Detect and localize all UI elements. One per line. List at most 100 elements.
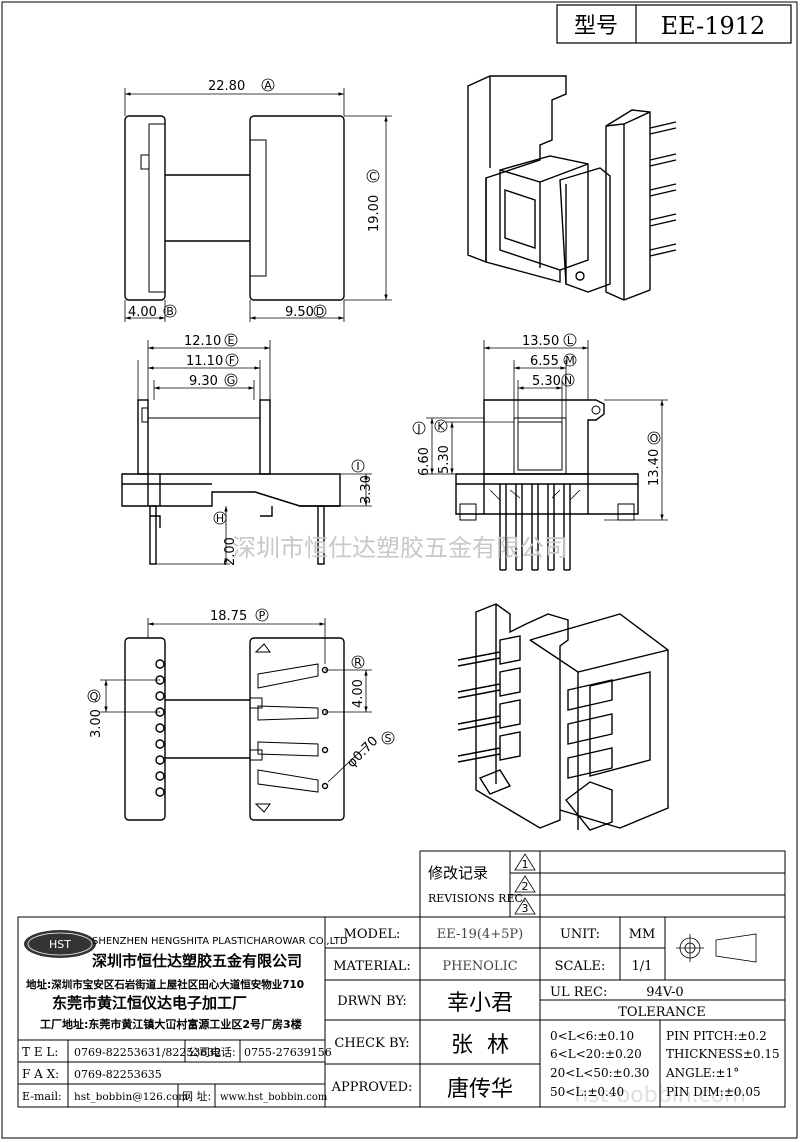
bottom-view <box>100 618 372 821</box>
dim-M-value: 6.55 <box>530 354 559 369</box>
pin-dim: PIN DIM:±0.05 <box>666 1085 761 1099</box>
projection-symbol <box>676 933 757 963</box>
dim-D-letter: D <box>316 305 324 318</box>
dim-Q-letter: Q <box>90 690 99 703</box>
dim-I-marker <box>351 459 365 473</box>
drawn-value: 幸小君 <box>447 991 513 1016</box>
dim-O-marker <box>647 431 661 445</box>
web-value[interactable]: www.hst_bobbin.com <box>220 1092 328 1103</box>
dim-E-value: 12.10 <box>184 334 221 349</box>
dim-C-letter: C <box>369 170 377 183</box>
drawn-label: DRWN BY: <box>337 994 406 1009</box>
dim-Q-marker <box>87 689 101 703</box>
dim-I-letter: I <box>356 460 359 473</box>
header-model-value: EE-1912 <box>661 12 766 40</box>
dim-E-letter: E <box>228 334 235 347</box>
dim-N-marker <box>561 373 575 387</box>
company-address: 地址:深圳市宝安区石岩街道上屋社区田心大道恒安物业710 <box>26 978 304 991</box>
dim-G-marker <box>224 373 238 387</box>
fax-label: F A X: <box>22 1067 59 1081</box>
email-label: E-mail: <box>22 1090 62 1103</box>
front-view <box>121 340 372 565</box>
dim-O-letter: O <box>650 432 659 445</box>
dim-A-marker <box>261 78 275 92</box>
web-label: 网 址: <box>182 1089 211 1103</box>
model-value: EE-19(4+5P) <box>437 927 523 942</box>
revision-mark-1: 1 <box>522 858 529 871</box>
unit-value: MM <box>629 927 656 942</box>
dim-F-letter: F <box>229 354 235 367</box>
dim-D-value: 9.50 <box>285 305 314 320</box>
dim-S-marker <box>381 731 395 745</box>
model-label: MODEL: <box>344 927 401 942</box>
dim-K-letter: K <box>437 420 445 433</box>
scale-value: 1/1 <box>632 959 653 974</box>
thickness: THICKNESS±0.15 <box>666 1047 780 1061</box>
dim-A-value: 22.80 <box>208 79 245 94</box>
dim-L-marker <box>563 333 577 347</box>
fax-value: 0769-82253635 <box>74 1068 162 1081</box>
company-name-en: SHENZHEN HENGSHITA PLASTICHAROWAR CO.,LT… <box>92 936 348 947</box>
ul-value: 94V-0 <box>646 985 683 1000</box>
dim-P-letter: P <box>259 609 266 622</box>
tolerance-title: TOLERANCE <box>618 1005 705 1020</box>
company-tel-label: 公司电话: <box>188 1046 236 1059</box>
iso-view-1 <box>467 75 677 301</box>
logo-text: HST <box>49 938 71 951</box>
email-value[interactable]: hst_bobbin@126.com <box>74 1091 188 1103</box>
top-view <box>124 88 392 322</box>
tolerance-3: 20<L<50:±0.30 <box>550 1066 649 1080</box>
dim-C-value: 19.00 <box>367 195 382 232</box>
material-label: MATERIAL: <box>333 959 410 974</box>
dim-P-marker <box>255 608 269 622</box>
dim-B-value: 4.00 <box>128 305 157 320</box>
company-logo <box>24 930 96 958</box>
revisions-title-cn: 修改记录 <box>428 864 488 882</box>
company-tel-value: 0755-27639156 <box>244 1046 332 1059</box>
factory-name: 东莞市黄江恒仪达电子加工厂 <box>52 994 247 1012</box>
iso-view-2 <box>457 603 669 831</box>
footer-watermark: hst-bobbin.com <box>574 1083 745 1108</box>
dim-M-marker <box>563 353 577 367</box>
tel-label: T E L: <box>22 1045 58 1059</box>
watermark: 深圳市恒仕达塑胶五金有限公司 <box>232 534 568 562</box>
dim-Q-value: 3.00 <box>89 709 104 738</box>
angle: ANGLE:±1° <box>665 1066 739 1080</box>
dim-O-value: 13.40 <box>647 449 662 486</box>
unit-label: UNIT: <box>560 927 600 942</box>
tolerance-1: 0<L<6:±0.10 <box>550 1029 634 1043</box>
dim-B-letter: B <box>166 305 174 318</box>
scale-label: SCALE: <box>555 959 606 974</box>
header-model-label: 型号 <box>574 14 618 39</box>
dim-K-value: 5.30 <box>437 445 452 474</box>
dim-A-letter: A <box>264 79 272 92</box>
dim-P-value: 18.75 <box>210 609 247 624</box>
pin-pitch: PIN PITCH:±0.2 <box>666 1029 767 1043</box>
side-view <box>426 340 668 571</box>
revision-mark-3: 3 <box>522 902 529 915</box>
dim-M-letter: M <box>565 354 575 367</box>
revision-marks <box>514 853 536 915</box>
dim-J-marker <box>412 421 426 435</box>
dim-H-marker <box>213 511 227 525</box>
dim-H-letter: H <box>216 512 224 525</box>
dim-N-letter: N <box>564 374 572 387</box>
tolerance-4: 50<L:±0.40 <box>550 1085 624 1099</box>
dim-D-marker <box>313 304 327 318</box>
approved-label: APPROVED: <box>331 1080 413 1095</box>
dim-H-value: 2.00 <box>223 537 238 566</box>
dim-C-marker <box>366 169 380 183</box>
tolerance-2: 6<L<20:±0.20 <box>550 1047 642 1061</box>
revision-mark-2: 2 <box>522 880 529 893</box>
dim-F-value: 11.10 <box>186 354 223 369</box>
tel-value: 0769-82253631/82253632 <box>74 1046 221 1059</box>
dim-R-letter: R <box>354 656 362 669</box>
dim-F-marker <box>225 353 239 367</box>
dim-N-value: 5.30 <box>532 374 561 389</box>
dim-L-letter: L <box>567 334 574 347</box>
check-value: 张 林 <box>451 1033 509 1058</box>
factory-address: 工厂地址:东莞市黄江镇大冚村富源工业区2号厂房3楼 <box>40 1017 302 1031</box>
dim-R-value: 4.00 <box>351 679 366 708</box>
